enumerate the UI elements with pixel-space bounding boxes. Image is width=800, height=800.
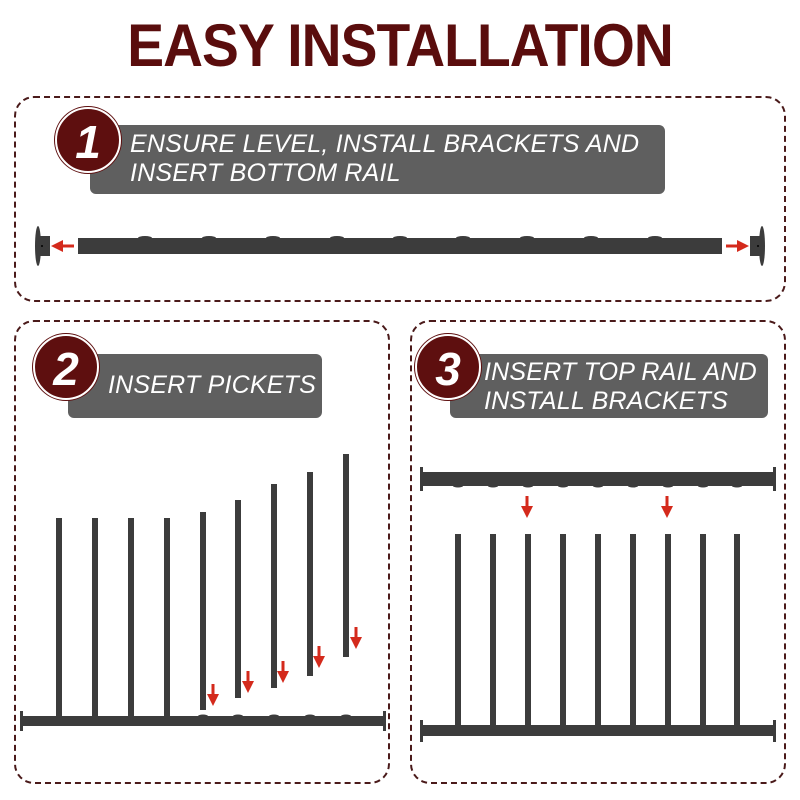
- step-3-label-line-1: INSERT TOP RAIL AND: [484, 358, 757, 386]
- step-2-pickets: [56, 454, 349, 716]
- step-3-number-badge: 3: [415, 334, 481, 400]
- left-bracket-icon: [35, 226, 50, 266]
- step-2-panel: [14, 320, 390, 784]
- step-2-down-arrows: [207, 627, 362, 706]
- step-3-pickets: [455, 534, 740, 726]
- step-3-bottom-rail: [420, 720, 776, 742]
- step-1-label: ENSURE LEVEL, INSTALL BRACKETS AND INSER…: [90, 125, 665, 194]
- step-2-label: INSERT PICKETS: [68, 354, 322, 418]
- step-2-number-badge: 2: [33, 334, 99, 400]
- step-1-label-line-2: INSERT BOTTOM RAIL: [130, 159, 401, 187]
- step-3-label: INSERT TOP RAIL AND INSTALL BRACKETS: [450, 354, 768, 418]
- step-3-panel: [410, 320, 786, 784]
- step-3-label-line-2: INSTALL BRACKETS: [484, 387, 729, 415]
- step-2-label-line-1: INSERT PICKETS: [108, 371, 316, 399]
- step-3-down-arrows: [521, 496, 673, 518]
- step-2-bottom-rail: [20, 711, 386, 731]
- page-title: EASY INSTALLATION: [127, 12, 674, 79]
- step-1-label-line-1: ENSURE LEVEL, INSTALL BRACKETS AND: [130, 130, 640, 158]
- step-1-panel: [14, 96, 786, 302]
- step-1-number-badge: 1: [55, 107, 121, 173]
- right-bracket-icon: [750, 226, 765, 266]
- step-3-top-rail: [420, 467, 776, 491]
- step-1-bottom-rail: [78, 236, 722, 254]
